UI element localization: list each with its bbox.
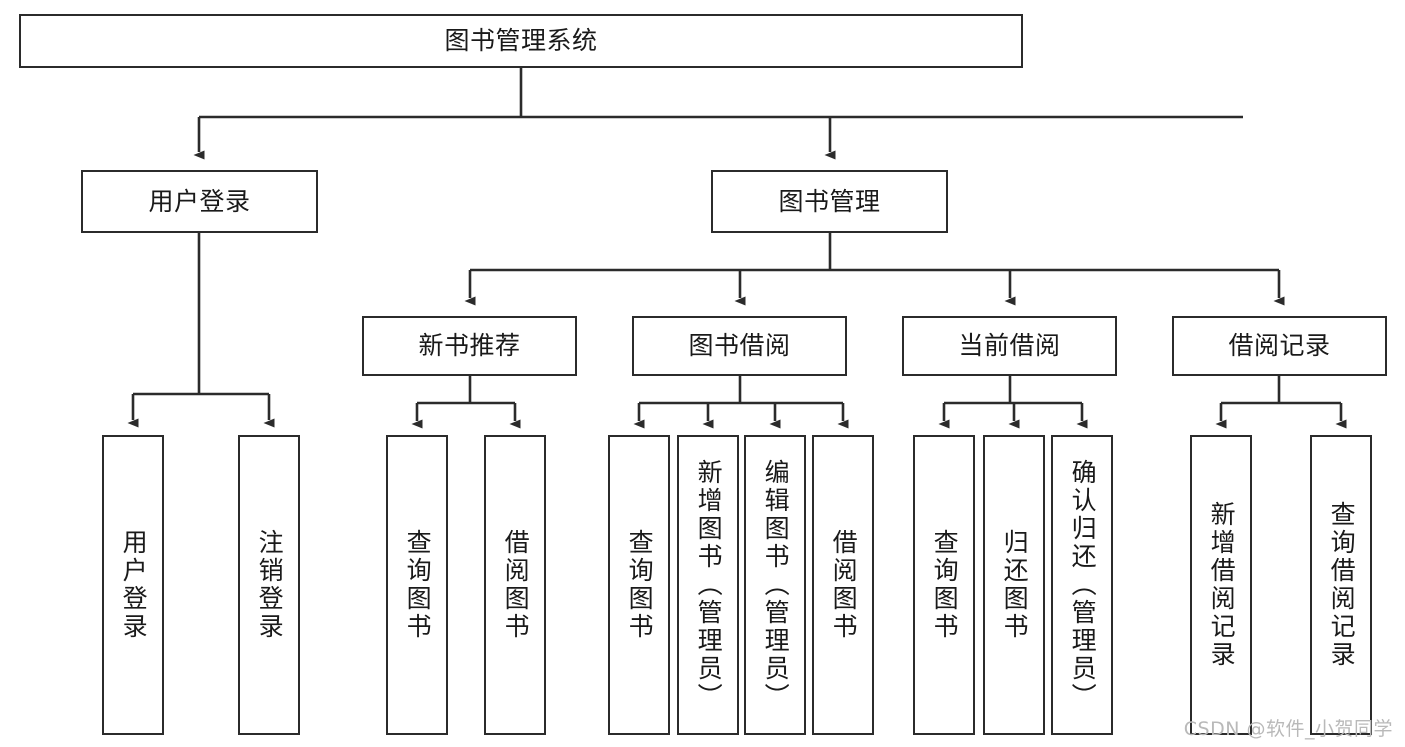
node-leaf-query-book-2[interactable]: 查询图书 xyxy=(608,435,670,735)
node-leaf-user-logout[interactable]: 注销登录 xyxy=(238,435,300,735)
node-book-borrow-label: 图书借阅 xyxy=(688,331,791,361)
node-user-login[interactable]: 用户登录 xyxy=(81,170,318,233)
node-leaf-query-record[interactable]: 查询借阅记录 xyxy=(1310,435,1372,735)
node-leaf-confirm-return[interactable]: 确认归还（管理员） xyxy=(1051,435,1113,735)
node-leaf-borrow-book-1-label: 借阅图书 xyxy=(501,529,531,641)
node-leaf-confirm-return-label: 确认归还（管理员） xyxy=(1068,459,1098,711)
node-leaf-user-logout-label: 注销登录 xyxy=(255,529,285,641)
node-leaf-borrow-book-2[interactable]: 借阅图书 xyxy=(812,435,874,735)
node-leaf-query-book-1-label: 查询图书 xyxy=(403,529,433,641)
node-root-system[interactable]: 图书管理系统 xyxy=(19,14,1023,68)
node-leaf-query-book-1[interactable]: 查询图书 xyxy=(386,435,448,735)
node-leaf-query-book-3-label: 查询图书 xyxy=(930,529,960,641)
node-leaf-borrow-book-1[interactable]: 借阅图书 xyxy=(484,435,546,735)
node-borrow-record-label: 借阅记录 xyxy=(1228,331,1331,361)
node-book-borrow[interactable]: 图书借阅 xyxy=(632,316,847,376)
node-new-book-recommend-label: 新书推荐 xyxy=(418,331,521,361)
node-new-book-recommend[interactable]: 新书推荐 xyxy=(362,316,577,376)
node-leaf-add-record[interactable]: 新增借阅记录 xyxy=(1190,435,1252,735)
node-book-manage-label: 图书管理 xyxy=(778,186,881,216)
node-current-borrow[interactable]: 当前借阅 xyxy=(902,316,1117,376)
node-leaf-edit-book[interactable]: 编辑图书（管理员） xyxy=(744,435,806,735)
watermark-text: CSDN @软件_小贺同学 xyxy=(1183,718,1393,740)
node-leaf-query-book-3[interactable]: 查询图书 xyxy=(913,435,975,735)
node-leaf-add-book-label: 新增图书（管理员） xyxy=(694,459,724,711)
node-book-manage[interactable]: 图书管理 xyxy=(711,170,948,233)
node-leaf-user-login[interactable]: 用户登录 xyxy=(102,435,164,735)
node-leaf-user-login-label: 用户登录 xyxy=(119,529,149,641)
node-user-login-label: 用户登录 xyxy=(148,186,251,216)
node-leaf-return-book-label: 归还图书 xyxy=(1000,529,1030,641)
node-leaf-edit-book-label: 编辑图书（管理员） xyxy=(761,459,791,711)
node-leaf-add-record-label: 新增借阅记录 xyxy=(1207,501,1237,669)
node-borrow-record[interactable]: 借阅记录 xyxy=(1172,316,1387,376)
node-leaf-add-book[interactable]: 新增图书（管理员） xyxy=(677,435,739,735)
node-root-system-label: 图书管理系统 xyxy=(444,26,598,56)
node-leaf-query-record-label: 查询借阅记录 xyxy=(1327,501,1357,669)
node-leaf-return-book[interactable]: 归还图书 xyxy=(983,435,1045,735)
node-leaf-query-book-2-label: 查询图书 xyxy=(625,529,655,641)
node-leaf-borrow-book-2-label: 借阅图书 xyxy=(829,529,859,641)
node-current-borrow-label: 当前借阅 xyxy=(958,331,1061,361)
